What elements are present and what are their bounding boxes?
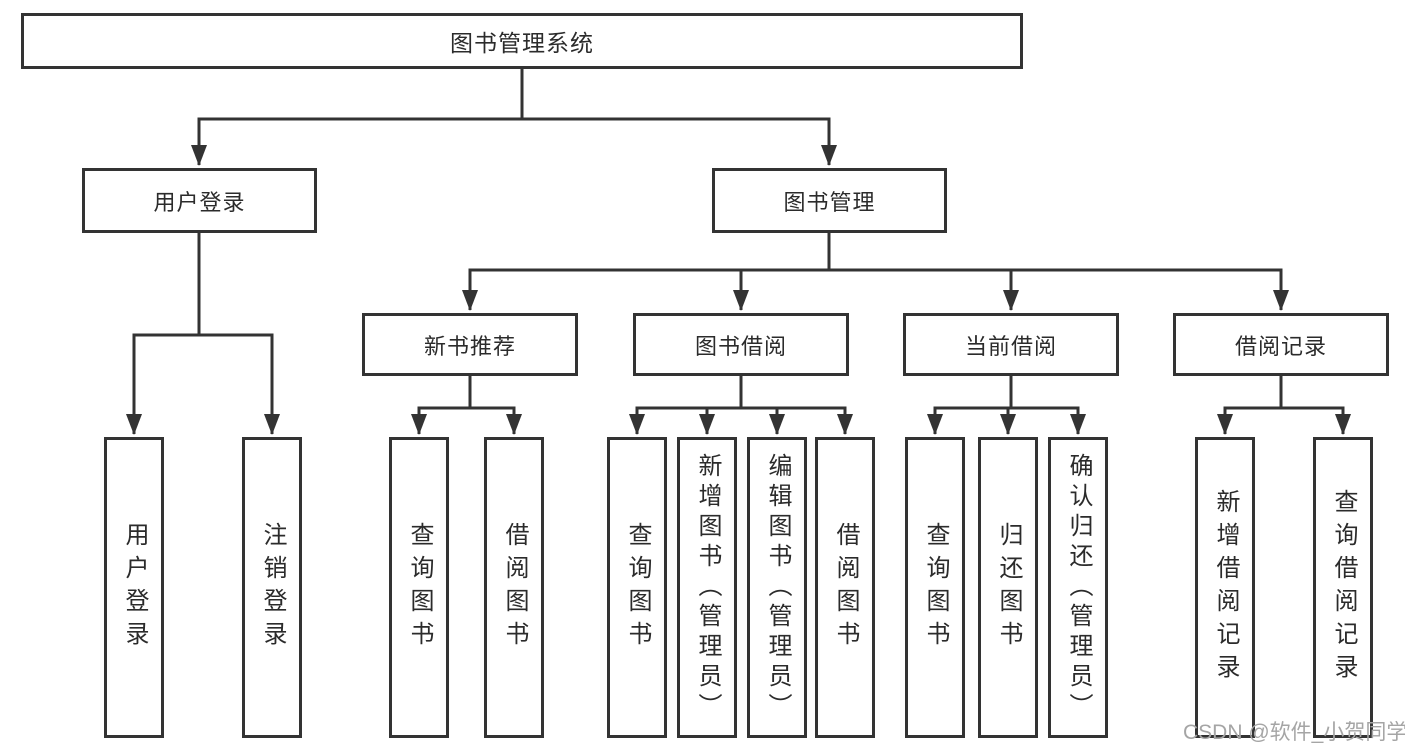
- node-label: 图书管理: [783, 189, 876, 215]
- leaf-edit-books-admin: 编辑图书（管理员）: [747, 437, 807, 738]
- node-user-login-branch: 用户登录: [82, 168, 317, 233]
- leaf-query-books-current: 查询图书: [905, 437, 965, 738]
- node-label: 归还图书: [995, 521, 1022, 654]
- node-book-borrow: 图书借阅: [633, 313, 849, 376]
- node-current-borrow: 当前借阅: [903, 313, 1119, 376]
- leaf-borrow-books: 借阅图书: [815, 437, 875, 738]
- node-label: 当前借阅: [964, 333, 1057, 359]
- leaf-add-borrow-record: 新增借阅记录: [1195, 437, 1255, 738]
- leaf-logout: 注销登录: [242, 437, 302, 738]
- leaf-confirm-return-admin: 确认归还（管理员）: [1048, 437, 1108, 738]
- leaf-query-books-borrow: 查询图书: [607, 437, 667, 738]
- leaf-add-books-admin: 新增图书（管理员）: [677, 437, 737, 738]
- node-label: 注销登录: [259, 521, 286, 654]
- node-label: 查询图书: [922, 521, 949, 654]
- node-label: 图书管理系统: [450, 30, 594, 56]
- node-label: 新书推荐: [423, 333, 516, 359]
- node-new-book-recommend: 新书推荐: [362, 313, 578, 376]
- node-label: 查询借阅记录: [1330, 488, 1357, 687]
- node-label: 查询图书: [624, 521, 651, 654]
- node-label: 借阅记录: [1234, 333, 1327, 359]
- node-book-management-branch: 图书管理: [712, 168, 947, 233]
- leaf-query-books-recommend: 查询图书: [389, 437, 449, 738]
- node-label: 查询图书: [406, 521, 433, 654]
- leaf-return-books: 归还图书: [978, 437, 1038, 738]
- node-label: 用户登录: [121, 521, 148, 654]
- leaf-borrow-books-recommend: 借阅图书: [484, 437, 544, 738]
- node-label: 新增图书（管理员）: [694, 452, 721, 723]
- leaf-user-login: 用户登录: [104, 437, 164, 738]
- node-label: 新增借阅记录: [1212, 488, 1239, 687]
- watermark-text: CSDN @软件_小贺同学: [1183, 721, 1405, 744]
- node-borrow-records: 借阅记录: [1173, 313, 1389, 376]
- node-label: 用户登录: [153, 189, 246, 215]
- node-label: 确认归还（管理员）: [1065, 452, 1092, 723]
- node-label: 借阅图书: [501, 521, 528, 654]
- node-label: 借阅图书: [832, 521, 859, 654]
- leaf-query-borrow-record: 查询借阅记录: [1313, 437, 1373, 738]
- node-label: 图书借阅: [694, 333, 787, 359]
- node-system-root: 图书管理系统: [21, 13, 1023, 69]
- node-label: 编辑图书（管理员）: [764, 452, 791, 723]
